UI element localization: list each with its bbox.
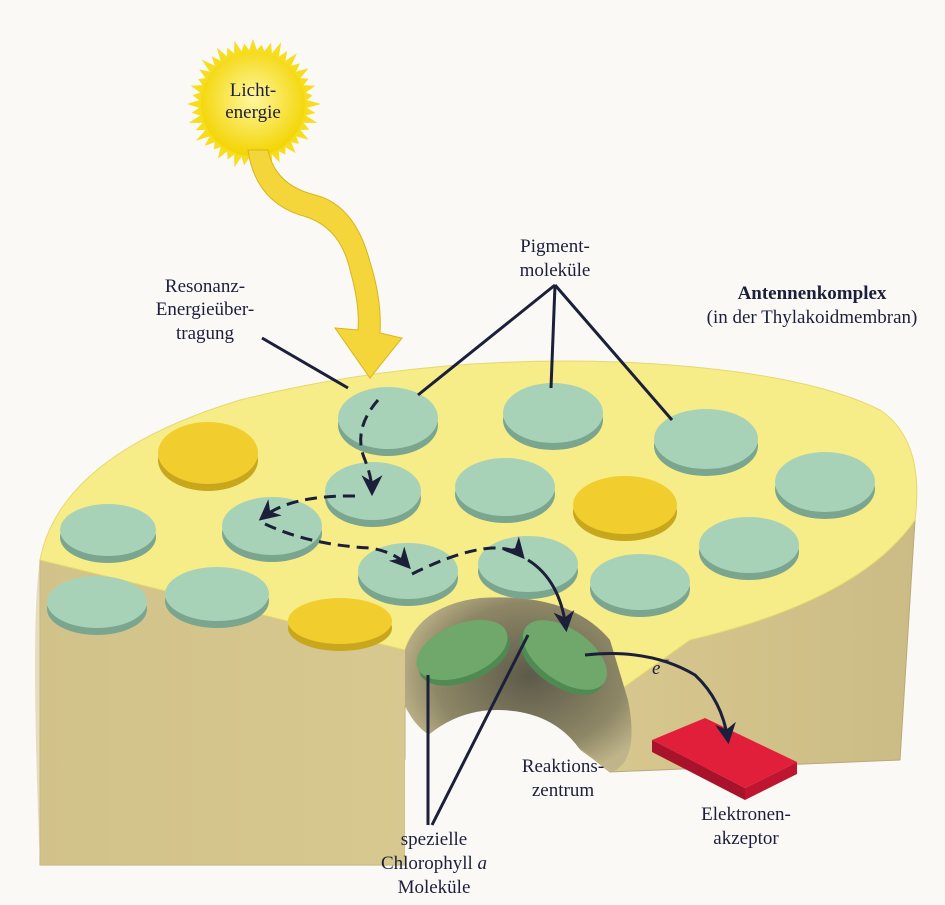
reaction-center-label-1: Reaktions- — [522, 756, 604, 777]
electron-symbol: e — [652, 658, 660, 679]
pigment-disc — [47, 576, 147, 635]
pigment-disc — [60, 504, 156, 563]
reaction-center-label-2: zentrum — [532, 780, 594, 801]
special-chlorophyll-label-2: Chlorophyll a — [381, 853, 487, 874]
pigment-disc — [222, 497, 322, 562]
pigment-disc — [165, 567, 269, 628]
special-chlorophyll-label-1: spezielle — [401, 829, 467, 850]
antenna-complex-subtitle: (in der Thylakoidmembran) — [707, 307, 918, 328]
resonance-label-3: tragung — [176, 323, 235, 344]
electron-acceptor-label-2: akzeptor — [713, 828, 779, 849]
yellow-disc — [158, 422, 258, 491]
resonance-label-1: Resonanz- — [165, 276, 245, 297]
antenna-complex-title: Antennenkomplex — [738, 283, 887, 304]
pigment-label-1: Pigment- — [520, 236, 590, 257]
pigment-disc — [325, 462, 421, 527]
yellow-disc — [288, 598, 392, 651]
pigment-label-2: moleküle — [520, 260, 591, 281]
pigment-disc — [775, 452, 875, 519]
pigment-disc — [503, 383, 603, 450]
leader-resonance — [262, 338, 348, 388]
electron-acceptor-label-1: Elektronen- — [701, 804, 791, 825]
light-energy-label-1: Licht- — [230, 80, 276, 101]
resonance-label-2: Energieüber- — [156, 299, 254, 320]
special-chlorophyll-label-3: Moleküle — [398, 877, 471, 898]
pigment-disc — [455, 458, 555, 523]
pigment-disc — [338, 387, 438, 456]
yellow-disc — [573, 476, 677, 541]
pigment-disc — [478, 536, 578, 599]
pigment-disc — [699, 517, 799, 580]
pigment-disc — [358, 543, 458, 606]
electron-charge: − — [660, 653, 670, 669]
pigment-disc — [590, 554, 690, 617]
light-energy-label-2: energie — [225, 102, 281, 123]
